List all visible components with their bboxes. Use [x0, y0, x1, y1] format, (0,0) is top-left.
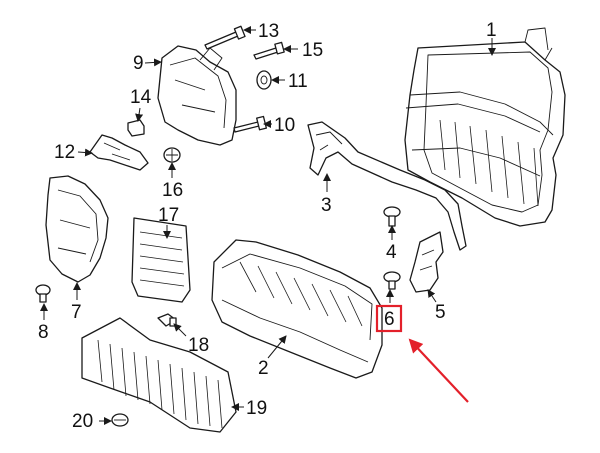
callout-4: 4 [386, 242, 397, 263]
callout-1: 1 [486, 20, 497, 41]
part-13-bolt [204, 25, 246, 50]
callout-13: 13 [258, 21, 279, 42]
part-19-lower-grille [81, 317, 237, 433]
part-8-clip [35, 284, 51, 303]
part-2-carrier [211, 239, 383, 379]
part-7-deflector [45, 175, 109, 283]
callout-17: 17 [158, 205, 179, 226]
part-11-washer [256, 70, 272, 90]
callout-12: 12 [54, 142, 75, 163]
part-18-bolt [157, 313, 177, 327]
callout-19: 19 [246, 398, 267, 419]
part-17-grille [131, 217, 191, 303]
part-16-clip [163, 147, 181, 163]
callout-18: 18 [188, 335, 209, 356]
leader-lines [40, 26, 496, 425]
callout-14: 14 [130, 87, 152, 108]
part-1-radiator-support [404, 27, 566, 227]
callout-16: 16 [162, 180, 183, 201]
part-3-strip-bracket [307, 121, 467, 251]
callout-3: 3 [321, 195, 332, 216]
callout-6: 6 [384, 309, 395, 330]
highlight-box [375, 304, 403, 333]
part-4-bolt [383, 206, 401, 227]
callout-2: 2 [258, 358, 269, 379]
part-12-bracket [89, 134, 149, 171]
part-9-air-guide [157, 45, 237, 146]
callout-20: 20 [72, 411, 93, 432]
callout-11: 11 [288, 71, 308, 92]
highlight-callout-6 [375, 304, 469, 403]
part-10-bolt [233, 115, 268, 133]
part-20-bolt [111, 413, 129, 427]
part-14-clip [127, 119, 145, 137]
callout-8: 8 [38, 322, 49, 343]
highlight-arrow [408, 338, 469, 403]
callout-10: 10 [274, 115, 295, 136]
callout-15: 15 [302, 40, 323, 61]
part-15-bolt [253, 41, 285, 60]
callout-9: 9 [133, 53, 144, 74]
callout-7: 7 [71, 302, 82, 323]
part-5-bracket [409, 231, 444, 293]
callout-labels: 1 2 3 4 5 6 7 8 9 10 11 12 13 14 15 16 1… [38, 20, 497, 432]
callout-5: 5 [435, 302, 446, 323]
part-6-bolt [383, 271, 401, 290]
